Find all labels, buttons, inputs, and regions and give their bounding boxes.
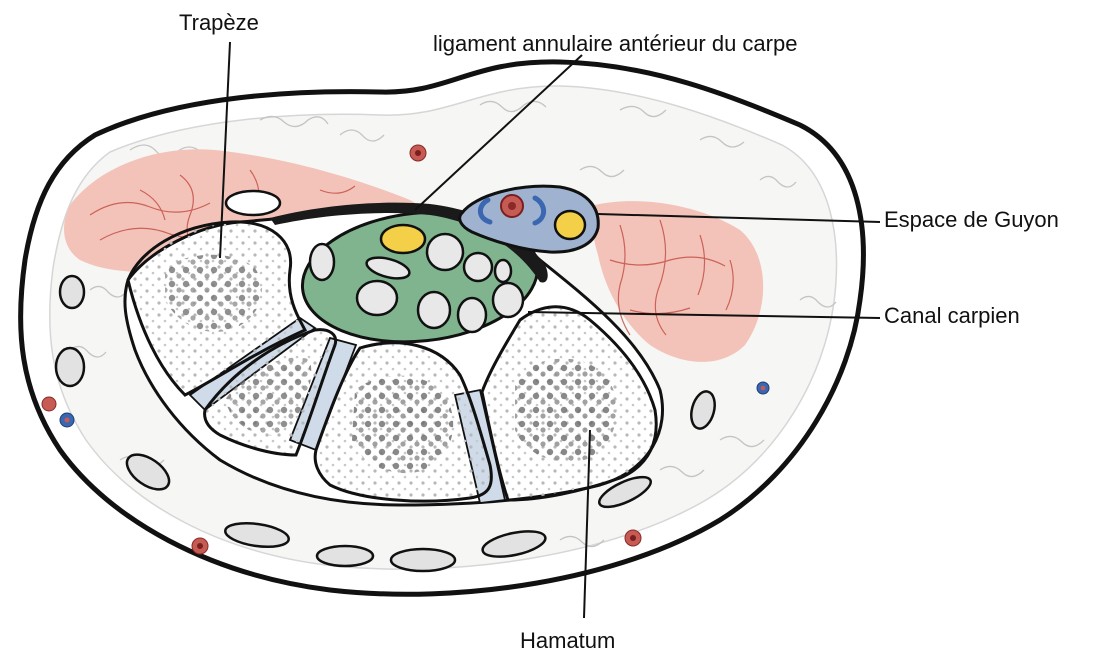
median-nerve: [381, 225, 425, 253]
label-ligament: ligament annulaire antérieur du carpe: [433, 33, 797, 55]
label-hamatum: Hamatum: [520, 630, 615, 652]
capitate-bone-core: [352, 376, 453, 474]
label-guyon: Espace de Guyon: [884, 209, 1059, 231]
hamatum-bone-core: [515, 359, 617, 463]
fcr-tendon: [226, 191, 280, 215]
label-canal: Canal carpien: [884, 305, 1020, 327]
label-trapeze: Trapèze: [179, 12, 259, 34]
